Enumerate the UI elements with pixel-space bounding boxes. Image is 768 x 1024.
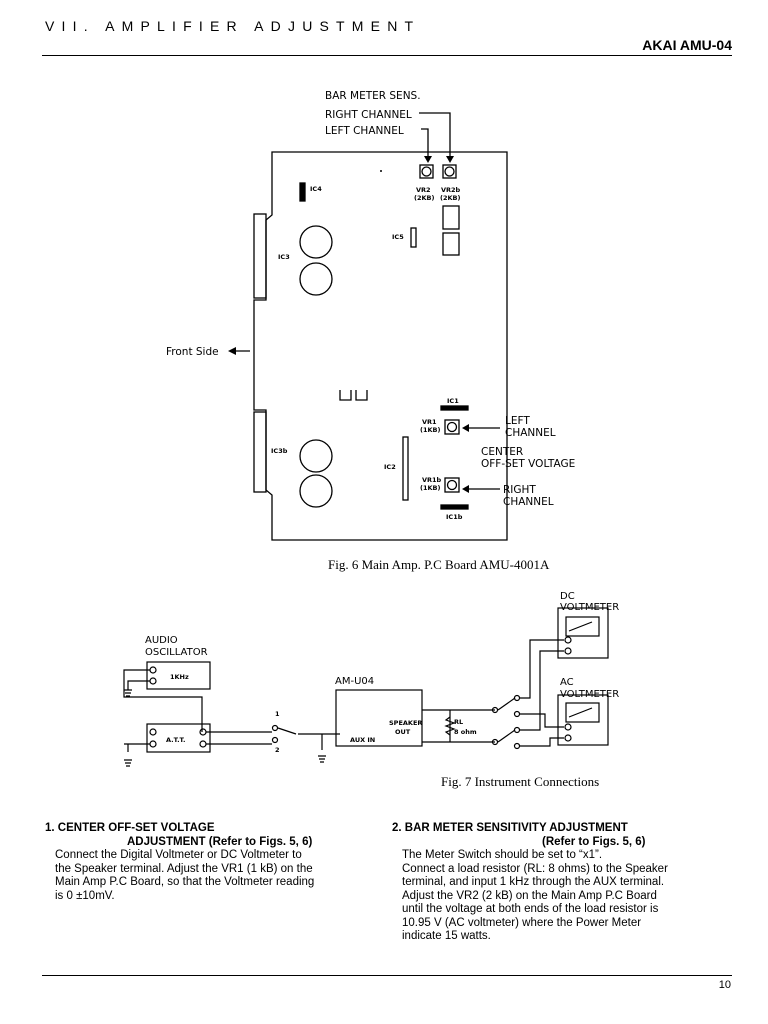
right-channel-top-label: RIGHT CHANNEL — [325, 109, 412, 121]
section1-body-3: Main Amp P.C Board, so that the Voltmete… — [55, 876, 315, 888]
dc-voltmeter-label-1: DC — [560, 591, 575, 602]
speaker-out-label-1: SPEAKER — [389, 719, 422, 727]
vr1b-value: (1KB) — [420, 484, 440, 492]
vr1-label: VR1 — [422, 418, 437, 426]
right-channel-side-label-1: RIGHT — [503, 484, 536, 496]
vr1-value: (1KB) — [420, 426, 440, 434]
speaker-out-label-2: OUT — [395, 728, 411, 736]
left-channel-side-label-1: LEFT — [505, 415, 530, 427]
fig6-caption: Fig. 6 Main Amp. P.C Board AMU-4001A — [328, 557, 550, 572]
ic3-label: IC3 — [278, 253, 290, 261]
aux-in-label: AUX IN — [350, 736, 375, 744]
section2-heading: 2. BAR METER SENSITIVITY ADJUSTMENT — [392, 822, 628, 834]
ic3b-label: IC3b — [271, 447, 288, 455]
section2-body-7: indicate 15 watts. — [402, 930, 491, 942]
audio-oscillator-label-2: OSCILLATOR — [145, 647, 208, 658]
ic2-label: IC2 — [384, 463, 396, 471]
section2-body-3: terminal, and input 1 kHz through the AU… — [402, 876, 665, 888]
center-offset-label-2: OFF-SET VOLTAGE — [481, 458, 575, 470]
fig7-caption: Fig. 7 Instrument Connections — [441, 774, 599, 789]
section2-body-4: Adjust the VR2 (2 kB) on the Main Amp P.… — [402, 889, 657, 902]
section1-heading: 1. CENTER OFF-SET VOLTAGE — [45, 822, 215, 834]
khz-label: 1KHz — [170, 673, 189, 681]
section-bar-meter: 2. BAR METER SENSITIVITY ADJUSTMENT (Ref… — [392, 822, 737, 944]
switch2-label: 2 — [275, 746, 280, 754]
section2-body-2: Connect a load resistor (RL: 8 ohms) to … — [402, 862, 668, 875]
center-offset-label-1: CENTER — [481, 446, 523, 458]
audio-oscillator-label-1: AUDIO — [145, 635, 178, 646]
vr1b-label: VR1b — [422, 476, 442, 484]
vr2-label: VR2 — [416, 186, 431, 194]
ac-voltmeter-label-1: AC — [560, 677, 574, 688]
ic5-label: IC5 — [392, 233, 404, 241]
rl-value: 8 ohm — [454, 728, 477, 736]
footer-rule — [42, 975, 732, 976]
vr2b-value: (2KB) — [440, 194, 460, 202]
vr2b-label: VR2b — [441, 186, 461, 194]
rl-label: RL — [454, 718, 463, 726]
dc-voltmeter-label-2: VOLTMETER — [560, 602, 619, 613]
section-center-offset: 1. CENTER OFF-SET VOLTAGE ADJUSTMENT (Re… — [45, 822, 375, 903]
ic4-label: IC4 — [310, 185, 322, 193]
fig7-connection-diagram: AUDIO OSCILLATOR AM-U04 DC VOLTMETER AC … — [123, 591, 619, 789]
vr2-value: (2KB) — [414, 194, 434, 202]
section1-subheading: ADJUSTMENT (Refer to Figs. 5, 6) — [127, 835, 313, 848]
section2-body-1: The Meter Switch should be set to “x1”. — [402, 849, 603, 861]
ic1b-label: IC1b — [446, 513, 463, 521]
amu04-label: AM-U04 — [335, 676, 374, 687]
section-title: VII. AMPLIFIER ADJUSTMENT — [45, 18, 421, 34]
section2-body-6: 10.95 V (AC voltmeter) where the Power M… — [402, 916, 642, 929]
model-name: AKAI AMU-04 — [642, 37, 732, 53]
section1-body-4: is 0 ±10mV. — [55, 889, 115, 902]
left-channel-top-label: LEFT CHANNEL — [325, 125, 404, 137]
ac-voltmeter-label-2: VOLTMETER — [560, 689, 619, 700]
left-channel-side-label-2: CHANNEL — [505, 427, 556, 439]
section2-subheading: (Refer to Figs. 5, 6) — [542, 835, 646, 848]
header-rule — [42, 55, 732, 56]
ic1-label: IC1 — [447, 397, 459, 405]
page-number: 10 — [718, 979, 731, 991]
fig6-pcb-diagram: BAR METER SENS. RIGHT CHANNEL LEFT CHANN… — [166, 90, 575, 572]
section1-body-1: Connect the Digital Voltmeter or DC Volt… — [55, 849, 302, 861]
front-side-label: Front Side — [166, 346, 219, 358]
right-channel-side-label-2: CHANNEL — [503, 496, 554, 508]
att-label: A.T.T. — [166, 736, 185, 744]
section1-body-2: the Speaker terminal. Adjust the VR1 (1 … — [55, 862, 313, 875]
bar-meter-sens-label: BAR METER SENS. — [325, 90, 421, 102]
section2-body-5: until the voltage at both ends of the lo… — [402, 903, 659, 915]
switch1-label: 1 — [275, 710, 280, 718]
